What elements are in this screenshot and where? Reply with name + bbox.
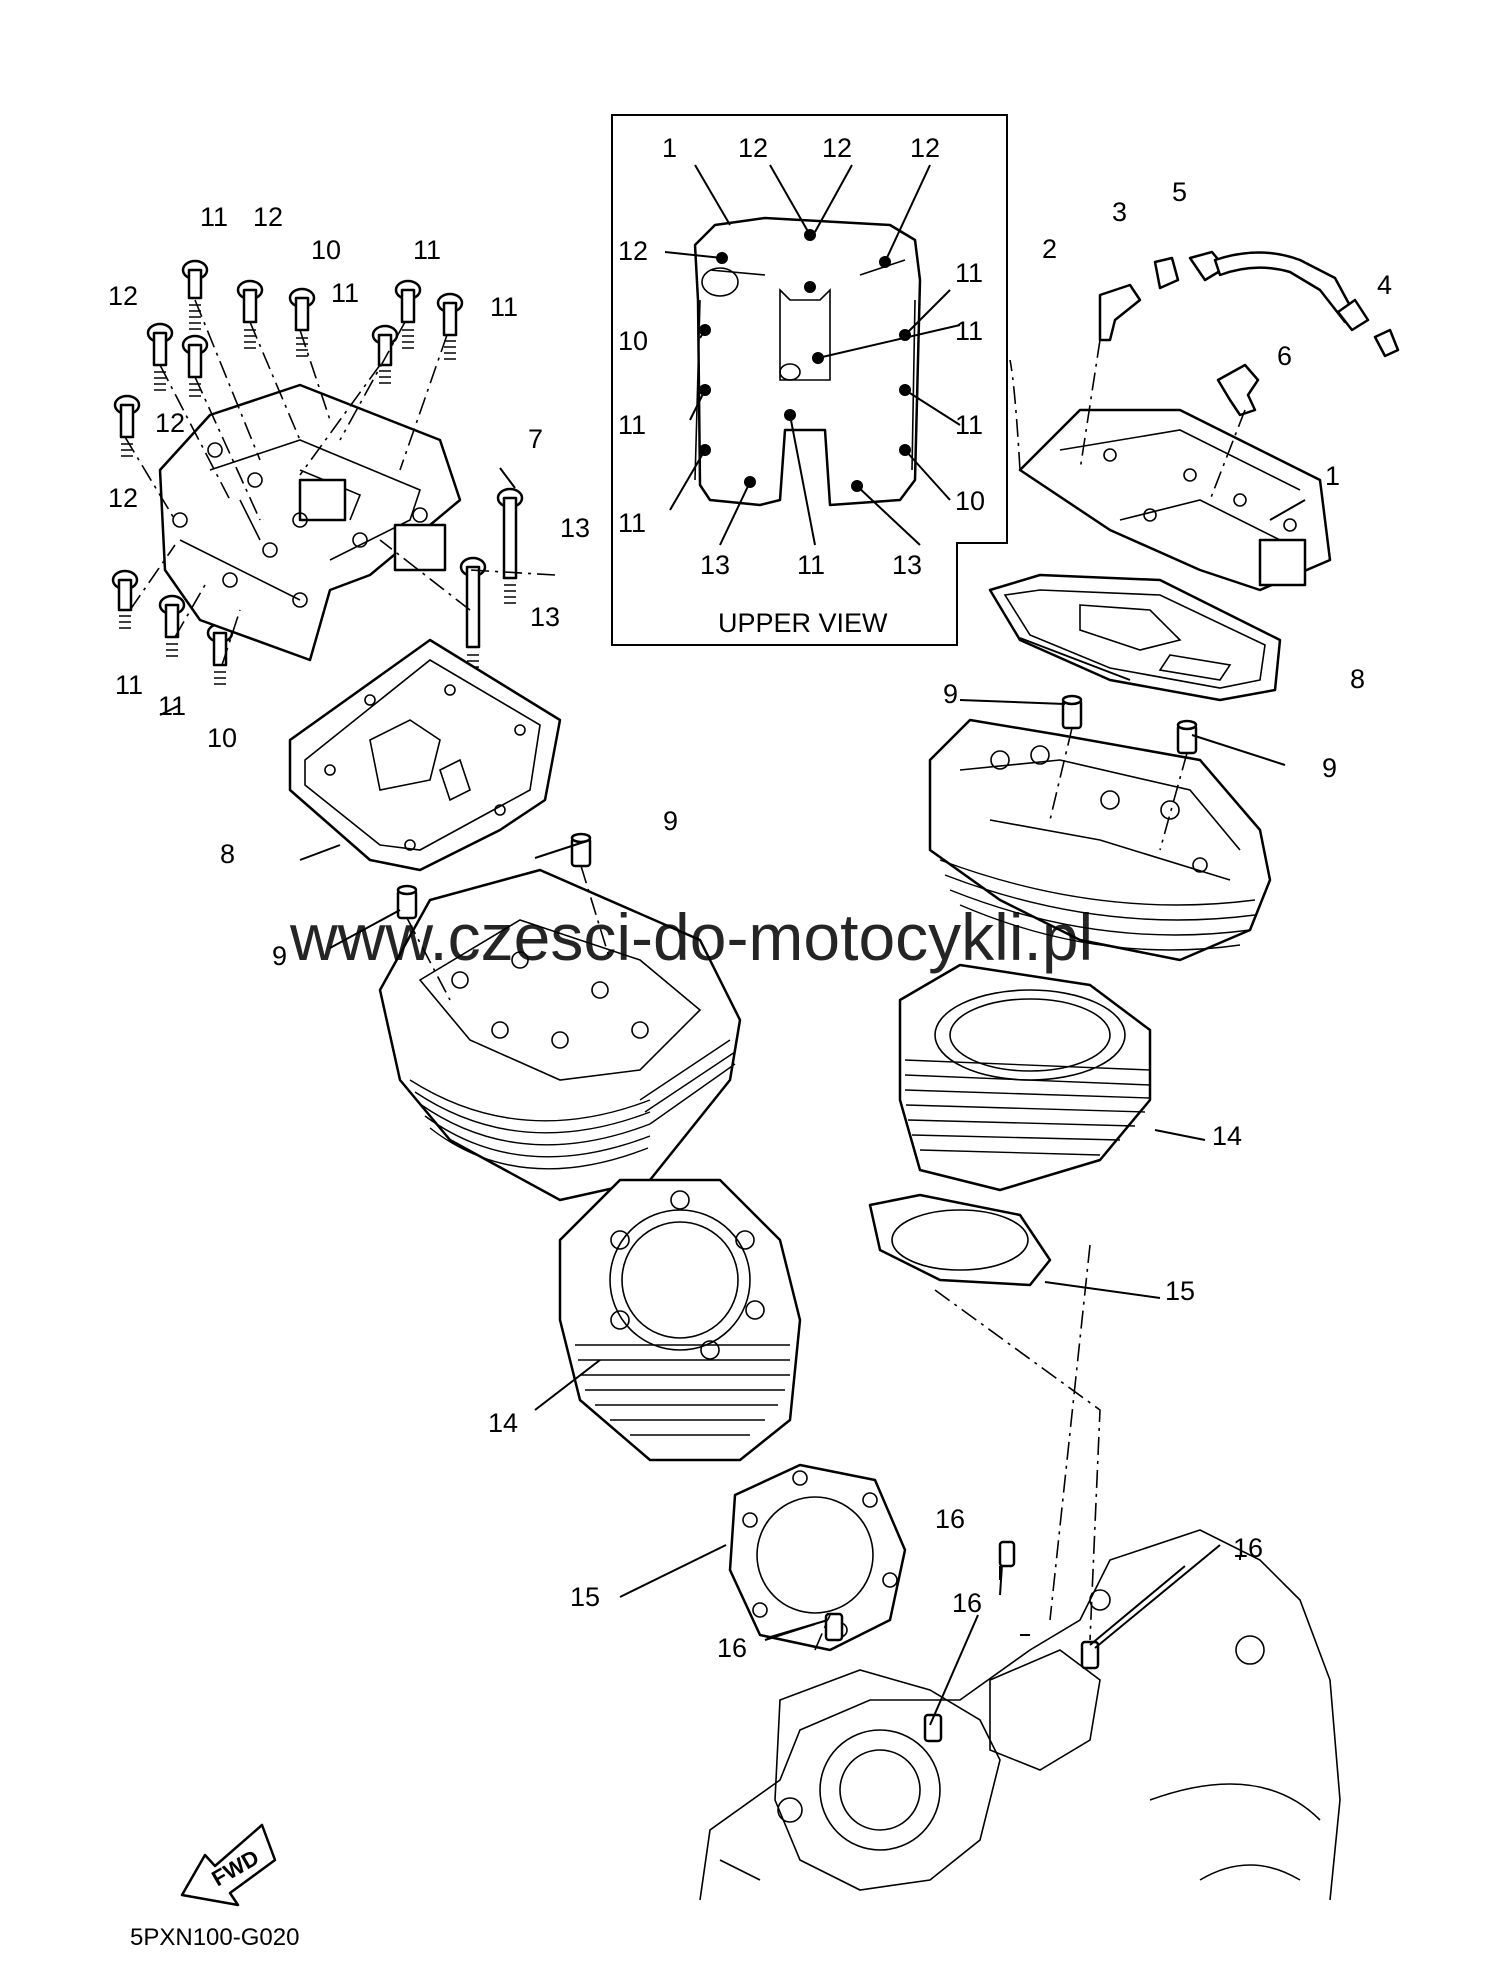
callout-label: 9 — [1322, 753, 1337, 783]
callout-label: 11 — [158, 691, 186, 721]
callout-label: 7 — [528, 424, 543, 454]
callout-label: 14 — [488, 1408, 518, 1438]
callout-label: 11 — [413, 235, 441, 265]
rocker-cover-left — [158, 383, 462, 662]
callout-label: 10 — [311, 235, 341, 265]
assembly-lines — [124, 299, 1246, 1651]
callout-label: 13 — [530, 602, 560, 632]
inset-callout-label: 12 — [618, 236, 648, 266]
inset-callout-label: 11 — [955, 410, 983, 440]
watermark: www.czesci-do-motocykli.pl — [289, 900, 1093, 974]
callout-label: 12 — [108, 281, 138, 311]
crankcase — [699, 1529, 1341, 1901]
dowel-pins-right — [1061, 694, 1198, 755]
cover-gasket-left — [288, 638, 562, 872]
cylinder-head-front — [378, 868, 742, 1202]
callout-label: 6 — [1277, 341, 1292, 371]
dowel-pins-crankcase — [824, 1540, 1100, 1743]
inset-callout-label: 11 — [797, 550, 825, 580]
inset-callout-label: 1 — [662, 133, 677, 163]
callout-label: 12 — [253, 202, 283, 232]
callout-label: 4 — [1377, 270, 1392, 300]
callout-label: 12 — [155, 408, 185, 438]
callout-label: 14 — [1212, 1121, 1242, 1151]
inset-callout-label: 13 — [892, 550, 922, 580]
callout-label: 10 — [207, 723, 237, 753]
callout-label: 13 — [560, 513, 590, 543]
callout-label: 16 — [935, 1504, 965, 1534]
inset-callout-label: 13 — [700, 550, 730, 580]
leader-lines — [159, 467, 1306, 1726]
callout-label: 3 — [1112, 197, 1127, 227]
inset-callout-label: 11 — [955, 258, 983, 288]
fwd-arrow-icon — [180, 1823, 277, 1907]
inset-callout-label: 12 — [822, 133, 852, 163]
callout-label: 16 — [1233, 1533, 1263, 1563]
inset-callout-label: 11 — [618, 508, 646, 538]
callout-label: 16 — [717, 1633, 747, 1663]
cylinder-front — [558, 1178, 802, 1462]
cover-gasket-right — [988, 573, 1282, 702]
rear-bolts-group — [111, 259, 524, 685]
callout-label: 11 — [115, 670, 143, 700]
callout-label: 9 — [663, 806, 678, 836]
callout-label: 8 — [220, 839, 235, 869]
callout-label: 9 — [943, 679, 958, 709]
inset-callout-label: 10 — [618, 326, 648, 356]
rocker-cover-right — [1018, 408, 1332, 592]
callout-label: 8 — [1350, 664, 1365, 694]
inset-callout-label: 11 — [955, 316, 983, 346]
upper-view-title: UPPER VIEW — [718, 608, 888, 638]
cylinder-rear — [898, 963, 1152, 1192]
callout-label: 15 — [570, 1582, 600, 1612]
head-gasket-front — [728, 1463, 907, 1652]
upper-view-inset — [611, 114, 1008, 646]
head-gasket-rear — [868, 1193, 1052, 1287]
callout-label: 1 — [1325, 461, 1340, 491]
inset-callout-label: 10 — [955, 486, 985, 516]
callout-label: 15 — [1165, 1276, 1195, 1306]
inset-callout-label: 11 — [618, 410, 646, 440]
callout-label: 11 — [490, 292, 518, 322]
callout-label: 12 — [108, 483, 138, 513]
breather-parts — [1098, 250, 1400, 417]
part-callout-labels: 11 12 10 11 11 12 11 12 12 7 13 13 11 11… — [108, 177, 1392, 1663]
cylinder-head-rear — [928, 718, 1272, 962]
callout-label: 5 — [1172, 177, 1187, 207]
callout-label: 2 — [1042, 234, 1057, 264]
inset-callout-label: 12 — [738, 133, 768, 163]
inset-callout-label: 12 — [910, 133, 940, 163]
diagram-code: 5PXN100-G020 — [130, 1924, 299, 1951]
callout-label: 16 — [952, 1588, 982, 1618]
upper-view-labels: 1 12 12 12 12 10 11 11 11 11 13 11 13 11… — [618, 133, 985, 638]
callout-label: 11 — [200, 202, 228, 232]
callout-label: 9 — [272, 941, 287, 971]
callout-label: 11 — [331, 278, 359, 308]
